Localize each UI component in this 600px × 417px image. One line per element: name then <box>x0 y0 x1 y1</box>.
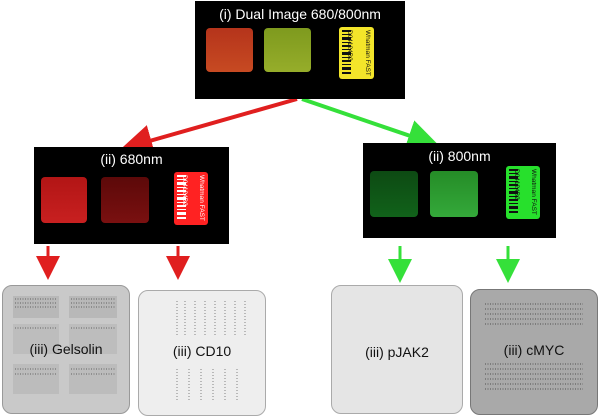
arrow-to-800nm <box>301 97 440 151</box>
slide-pjak2: (iii) pJAK2 <box>331 285 463 414</box>
800-strip-text-1: Whatman FAST <box>530 169 537 215</box>
680-barcode-label: Whatman FAST D04124B2 <box>174 172 208 225</box>
dual-barcode <box>342 30 351 74</box>
slide-cmyc: (iii) cMYC <box>470 289 598 415</box>
dual-image-panel: (i) Dual Image 680/800nm Whatman FAST D0… <box>195 1 405 99</box>
slide-label-cmyc: (iii) cMYC <box>503 342 565 358</box>
slide-gelsolin: (iii) Gelsolin <box>2 285 130 414</box>
dual-strip-text-1: Whatman FAST <box>364 30 371 76</box>
680-barcode <box>177 175 186 219</box>
dual-green-square <box>264 28 311 72</box>
panel-800nm: (ii) 800nm Whatman FAST D04124B2 <box>363 143 556 238</box>
slide-label-pjak2: (iii) pJAK2 <box>365 344 429 360</box>
dual-red-square <box>206 28 253 72</box>
680-square-1 <box>41 177 87 223</box>
panel-800nm-title: (ii) 800nm <box>428 148 491 164</box>
slide-cd10: (iii) CD10 <box>138 290 266 416</box>
gelsolin-spot-pattern <box>13 296 117 394</box>
cd10-spot-pattern <box>176 301 246 401</box>
slide-label-gelsolin: (iii) Gelsolin <box>29 341 103 357</box>
panel-680nm-title: (ii) 680nm <box>100 151 163 167</box>
panel-680nm: (ii) 680nm Whatman FAST D04124B2 <box>34 147 229 244</box>
dual-image-title: (i) Dual Image 680/800nm <box>219 6 381 22</box>
800-barcode-label: Whatman FAST D04124B2 <box>506 166 540 219</box>
arrow-to-680nm <box>120 97 298 156</box>
680-strip-text-1: Whatman FAST <box>198 175 205 221</box>
800-barcode <box>509 169 518 213</box>
800-square-1 <box>370 171 418 217</box>
680-square-2 <box>101 177 149 223</box>
800-square-2 <box>430 171 478 217</box>
slide-label-cd10: (iii) CD10 <box>172 343 232 359</box>
dual-barcode-label: Whatman FAST D04124B2 <box>339 27 374 79</box>
